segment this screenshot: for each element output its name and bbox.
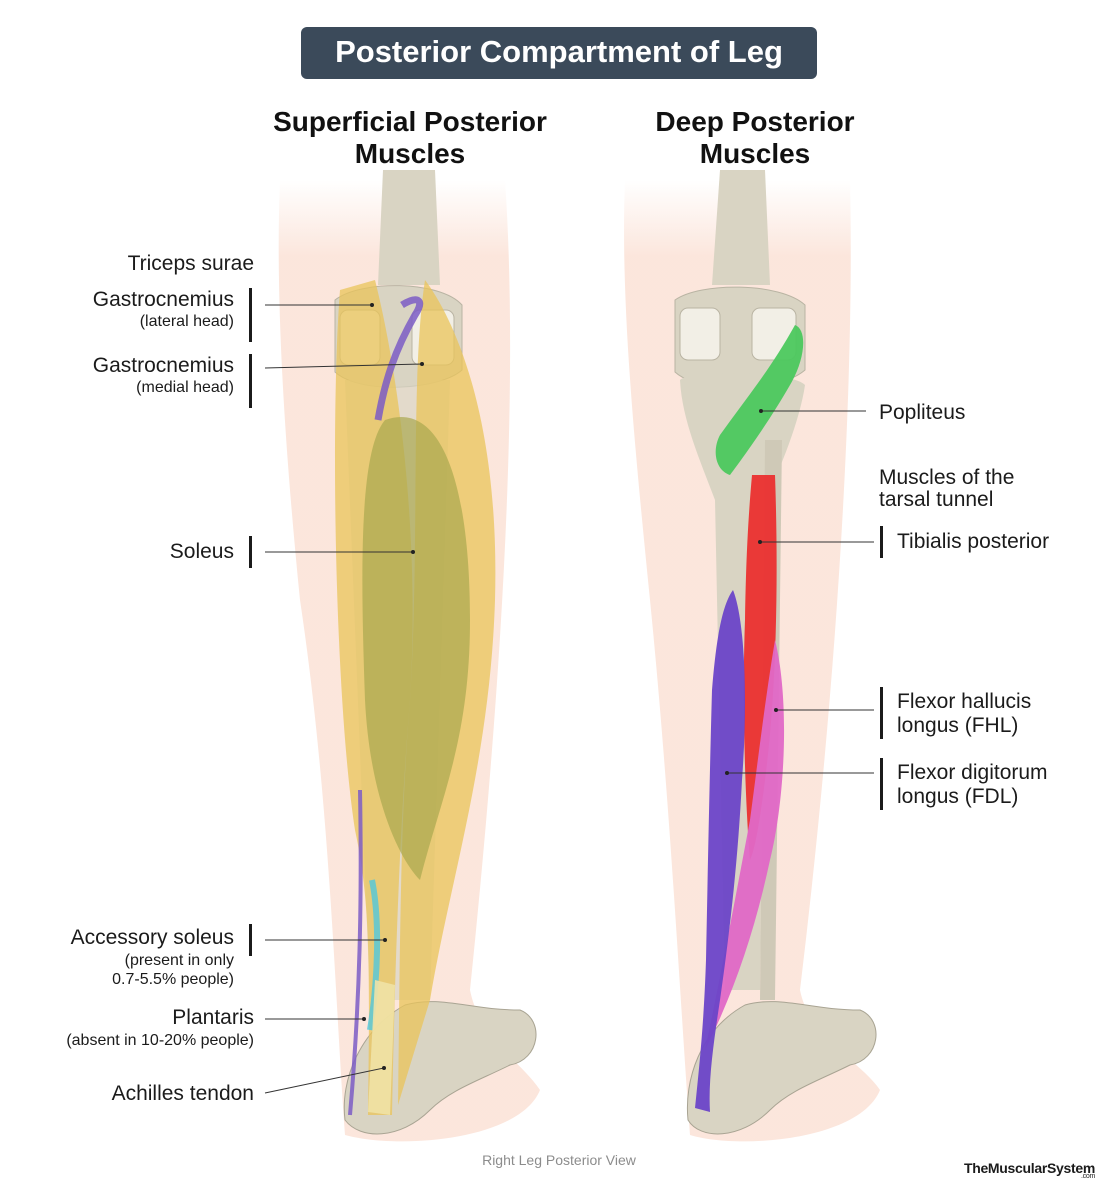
achilles-tendon <box>368 980 395 1115</box>
label-achilles-tendon: Achilles tendon <box>111 1082 254 1105</box>
superficial-heading-line1: Superficial Posterior <box>273 106 547 137</box>
leader-dot-fhl <box>774 708 778 712</box>
flexor-digitorum-longus <box>695 590 745 1112</box>
label-accessory-soleus: Accessory soleus <box>70 926 234 949</box>
label-tibialis-posterior: Tibialis posterior <box>897 530 1050 553</box>
label-fhl-1: Flexor hallucis <box>897 690 1032 713</box>
superficial-heading: Superficial Posterior Muscles <box>240 106 580 170</box>
label-gastroc-medial: Gastrocnemius <box>92 354 234 377</box>
label-triceps-surae: Triceps surae <box>127 252 254 275</box>
leader-dot-accessory-soleus <box>383 938 387 942</box>
label-fdl-1: Flexor digitorum <box>897 761 1048 784</box>
leader-achilles <box>264 1067 385 1094</box>
plantaris-tendon <box>348 789 363 1116</box>
leader-dot-popliteus <box>759 409 763 413</box>
deep-heading-line2: Muscles <box>699 138 811 169</box>
label-gastroc-lateral: Gastrocnemius <box>92 288 234 311</box>
right-foot-bones <box>686 1001 877 1135</box>
plantaris <box>374 296 423 421</box>
soleus <box>362 416 470 880</box>
bracket-soleus <box>249 536 252 568</box>
right-femur <box>712 170 770 285</box>
brand-suffix: .com <box>1081 1173 1095 1180</box>
leader-dot-achilles <box>382 1066 386 1070</box>
deep-heading: Deep Posterior Muscles <box>610 106 900 170</box>
flexor-hallucis-longus <box>705 640 785 1050</box>
leader-dot-fdl <box>725 771 729 775</box>
right-condyle-a <box>679 307 721 361</box>
tibialis-posterior <box>743 475 777 860</box>
label-popliteus: Popliteus <box>879 401 966 424</box>
bracket-gastroc-medial <box>249 354 252 408</box>
bracket-fhl <box>880 687 883 739</box>
label-fdl-2: longus (FDL) <box>897 785 1019 808</box>
leader-dot-plantaris <box>362 1017 366 1021</box>
label-plantaris: Plantaris <box>172 1006 254 1029</box>
label-soleus: Soleus <box>169 540 234 563</box>
popliteus <box>715 325 804 475</box>
page-title: Posterior Compartment of Leg <box>301 27 817 79</box>
label-gastroc-medial-sub: (medial head) <box>136 379 234 396</box>
bracket-tibialis-posterior <box>880 526 883 558</box>
leader-dot-tibialis-posterior <box>758 540 762 544</box>
leader-dot-soleus <box>411 550 415 554</box>
leader-dot-gastroc-lateral <box>370 303 374 307</box>
left-femur <box>378 170 440 285</box>
brand-name: TheMuscularSystem <box>963 1160 1095 1176</box>
leader-gastroc-medial <box>264 363 423 369</box>
bracket-accessory-soleus <box>249 924 252 956</box>
label-accessory-soleus-sub1: (present in only <box>124 952 234 969</box>
superficial-leg-drawing <box>264 170 540 1142</box>
label-tarsal-tunnel-1: Muscles of the <box>879 466 1015 489</box>
accessory-soleus <box>367 879 381 1031</box>
leader-dot-gastroc-medial <box>420 362 424 366</box>
brand-logo: TheMuscularSystem .com <box>964 1160 1095 1180</box>
bracket-fdl <box>880 758 883 810</box>
label-fhl-2: longus (FHL) <box>897 714 1019 737</box>
label-accessory-soleus-sub2: 0.7-5.5% people) <box>112 971 234 988</box>
deep-heading-line1: Deep Posterior <box>655 106 855 137</box>
label-gastroc-lateral-sub: (lateral head) <box>139 313 234 330</box>
label-tarsal-tunnel-2: tarsal tunnel <box>879 488 994 511</box>
superficial-heading-line2: Muscles <box>354 138 466 169</box>
view-caption: Right Leg Posterior View <box>482 1152 636 1168</box>
deep-leg-drawing <box>624 170 880 1142</box>
label-plantaris-sub: (absent in 10-20% people) <box>66 1032 254 1049</box>
bracket-gastroc-lateral <box>249 288 252 342</box>
